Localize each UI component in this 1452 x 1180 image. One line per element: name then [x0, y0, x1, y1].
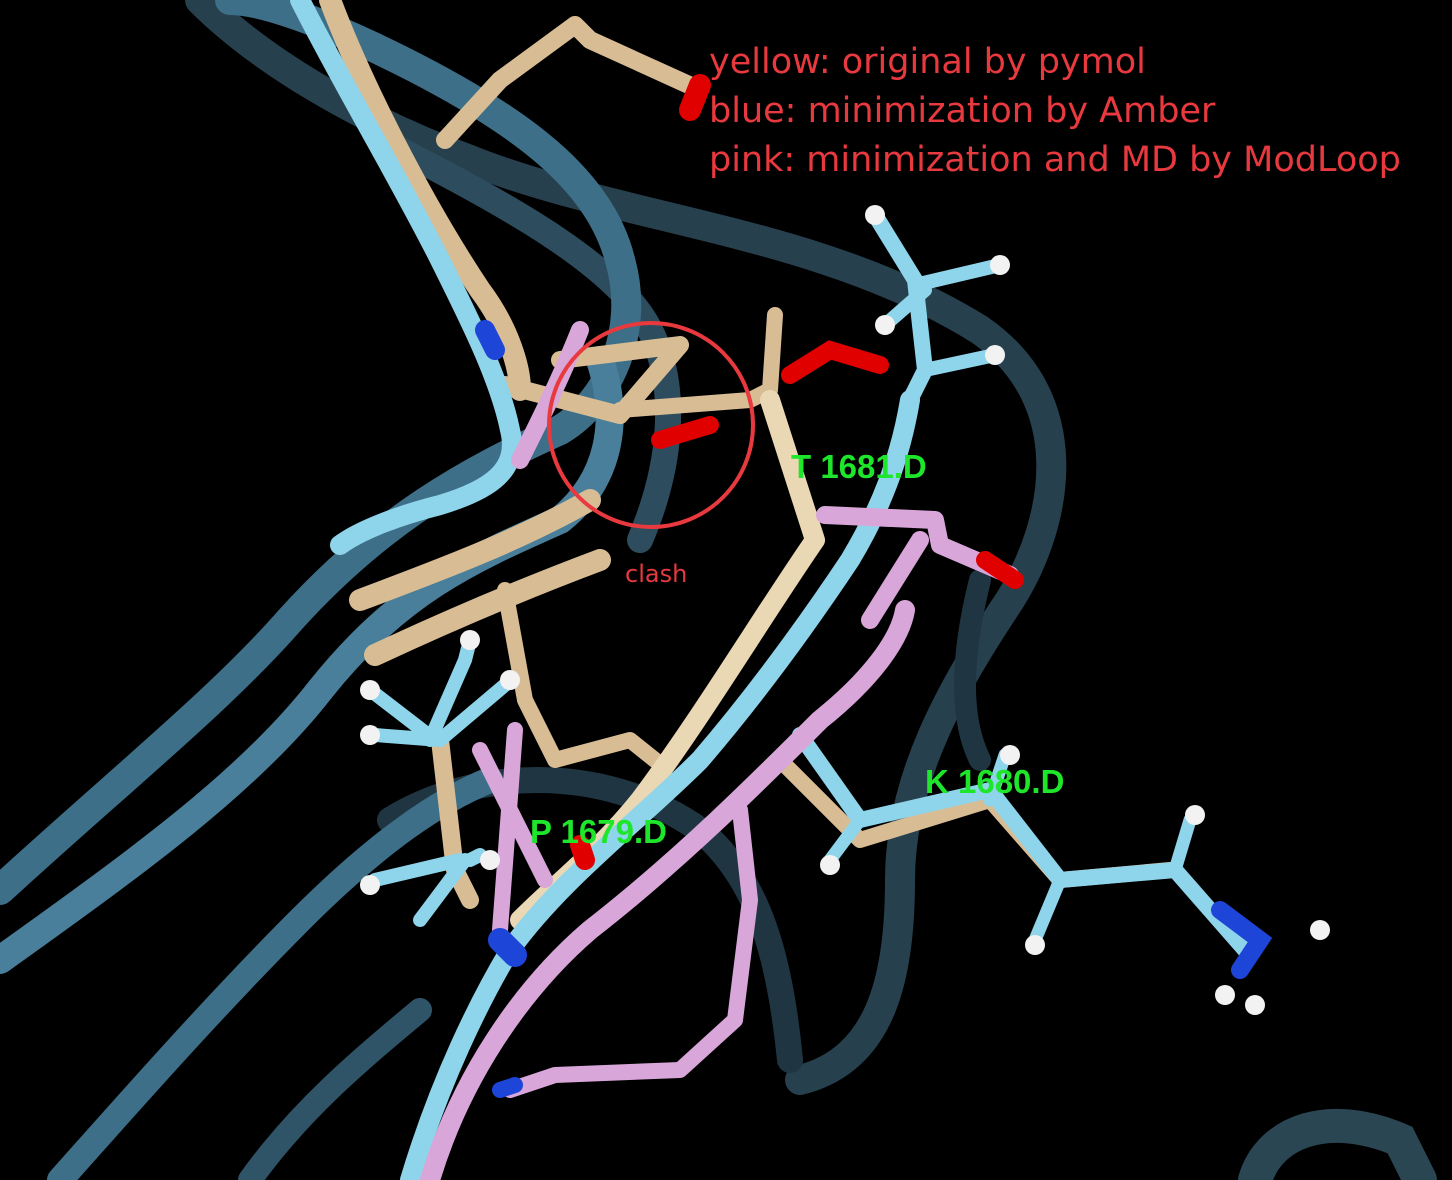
residue-label-p1679: P 1679.D	[530, 813, 667, 850]
nitrogen-atoms	[475, 320, 1273, 1098]
residue-label-k1680: K 1680.D	[925, 763, 1065, 800]
pink-model	[420, 321, 1019, 1180]
oxygen-atoms	[570, 74, 1024, 870]
legend: yellow: original by pymol blue: minimiza…	[709, 38, 1401, 185]
clash-label: clash	[625, 560, 688, 588]
strand-ribbons	[0, 0, 642, 1180]
residue-label-t1681: T 1681.D	[791, 448, 927, 485]
legend-line-blue: blue: minimization by Amber	[709, 91, 1216, 131]
clash-circle	[547, 321, 755, 529]
legend-line-pink: pink: minimization and MD by ModLoop	[709, 140, 1401, 180]
legend-line-yellow: yellow: original by pymol	[709, 42, 1146, 82]
hydrogen-atoms	[360, 205, 1330, 1015]
